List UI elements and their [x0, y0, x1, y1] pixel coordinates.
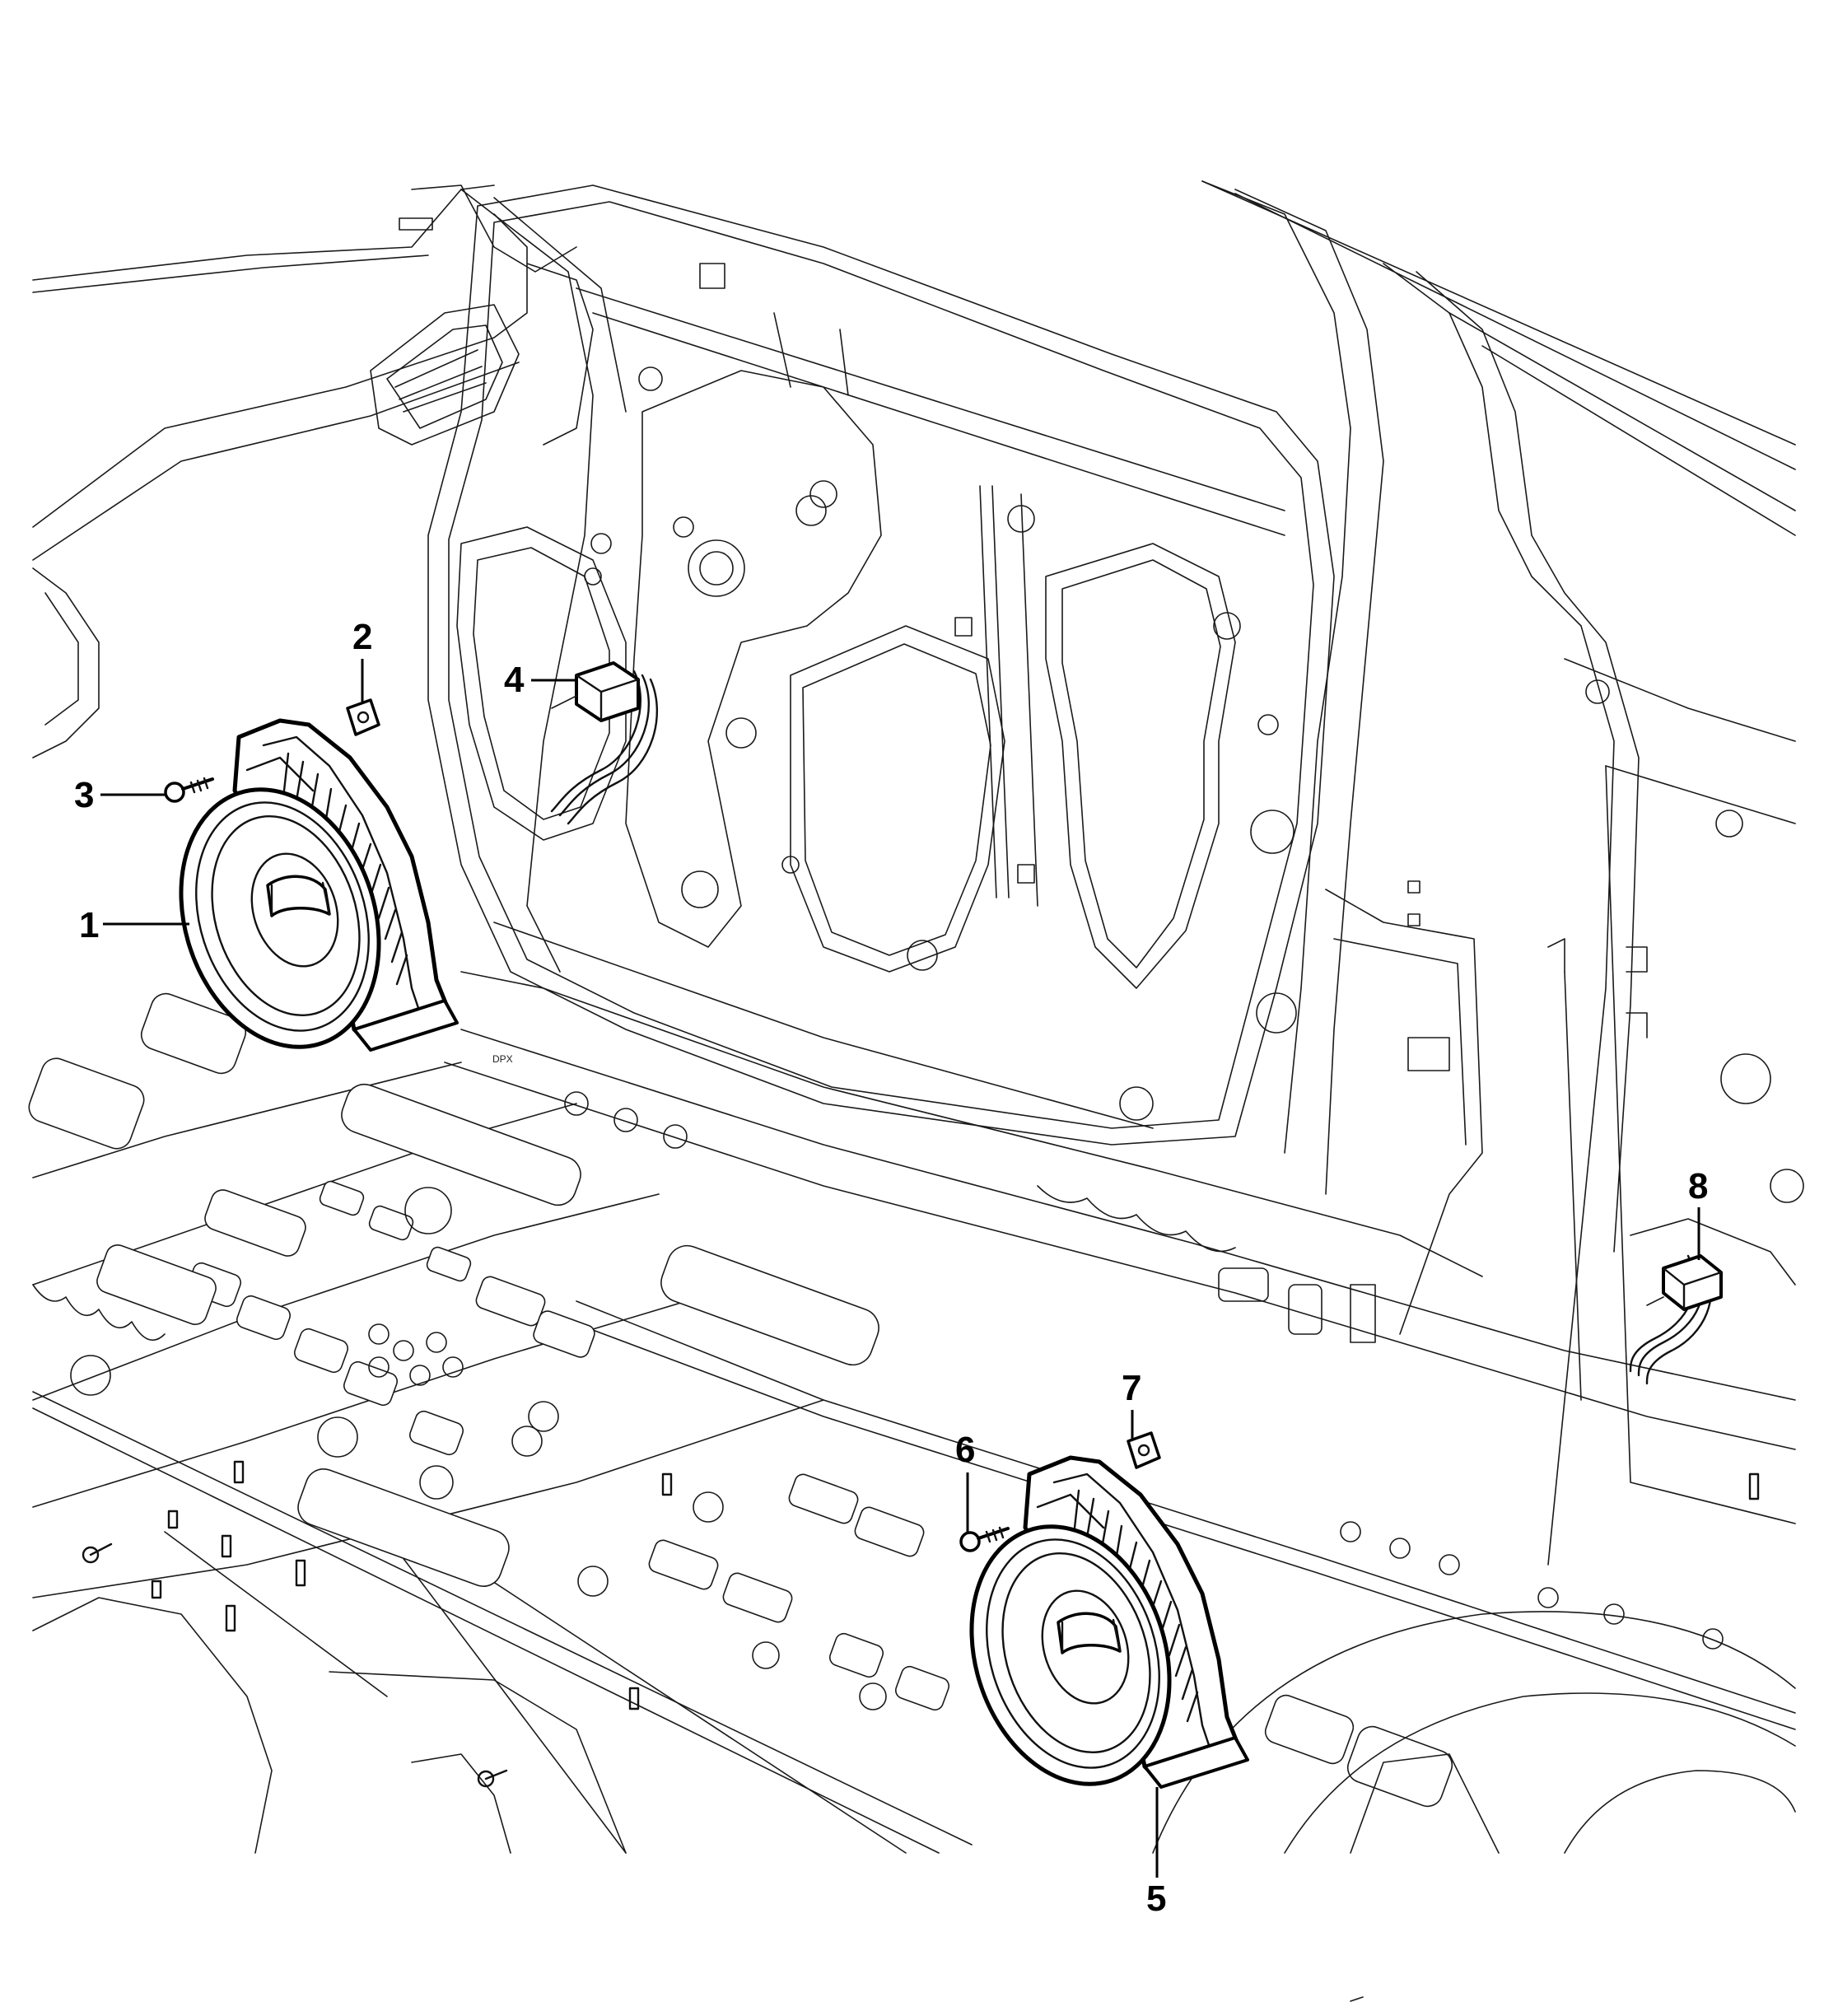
stamp-text: DPX	[492, 1053, 513, 1065]
floor-studs	[82, 1460, 1760, 1788]
u-nut-rear	[1127, 1431, 1161, 1469]
callout-4: 4	[504, 660, 525, 700]
callout-2: 2	[352, 617, 372, 657]
stray-mark	[1350, 1996, 1364, 2002]
screw-front	[164, 777, 214, 803]
callout-5: 5	[1146, 1878, 1166, 1919]
callout-6: 6	[955, 1430, 975, 1470]
callout-3: 3	[74, 775, 94, 815]
front-door-speaker-connector	[550, 661, 658, 825]
u-nut-front	[346, 698, 380, 736]
screw-rear	[959, 1526, 1010, 1552]
callout-1: 1	[79, 905, 99, 945]
floor-pan-structure: DPX	[28, 922, 1796, 1854]
callout-7: 7	[1122, 1368, 1141, 1408]
rear-door-speaker-connector	[1629, 1254, 1723, 1385]
front-door-speaker	[179, 718, 459, 1052]
callout-8: 8	[1688, 1166, 1708, 1206]
rear-door-speaker	[969, 1455, 1249, 1789]
door-opening-structure	[32, 180, 1804, 1566]
callouts: 1 2 3 4 5 6 7 8	[74, 617, 1708, 1919]
